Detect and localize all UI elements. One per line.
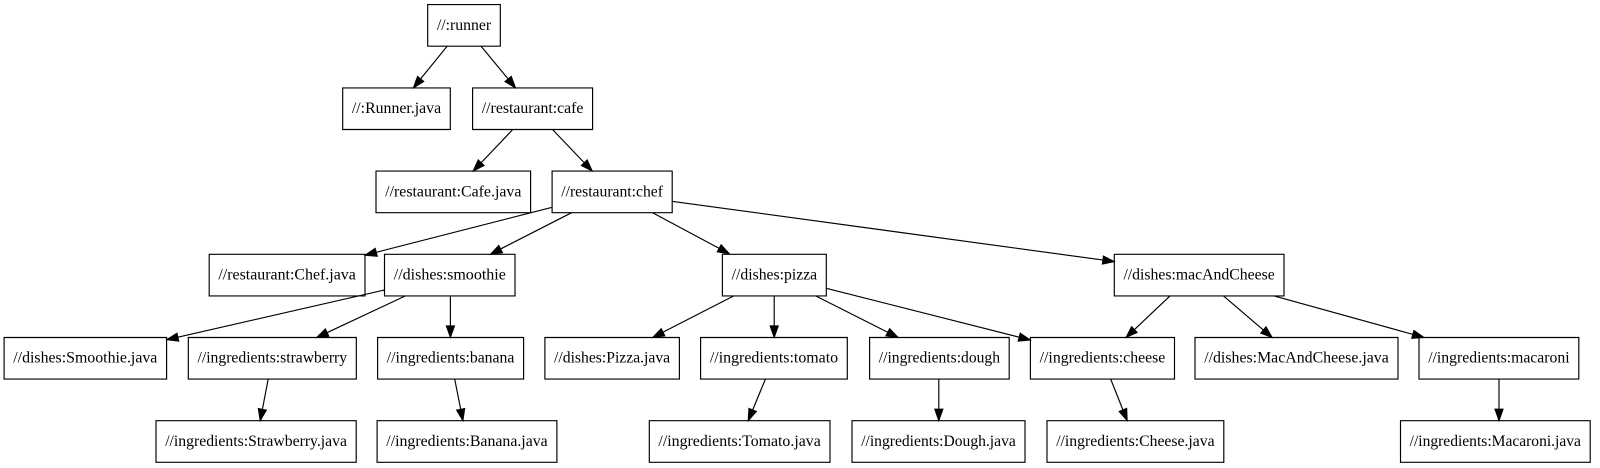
svg-text://:runner: //:runner xyxy=(437,17,492,34)
svg-text://ingredients:banana: //ingredients:banana xyxy=(387,350,515,367)
svg-text://ingredients:tomato: //ingredients:tomato xyxy=(710,350,838,367)
svg-text://ingredients:Tomato.java: //ingredients:Tomato.java xyxy=(658,433,820,450)
svg-text://dishes:Smoothie.java: //dishes:Smoothie.java xyxy=(13,350,157,367)
svg-text://:Runner.java: //:Runner.java xyxy=(352,100,441,117)
svg-text://restaurant:Chef.java: //restaurant:Chef.java xyxy=(218,267,355,284)
svg-text://dishes:smoothie: //dishes:smoothie xyxy=(394,267,506,284)
svg-text://restaurant:cafe: //restaurant:cafe xyxy=(482,100,584,117)
svg-text://dishes:Pizza.java: //dishes:Pizza.java xyxy=(554,350,670,367)
svg-text://dishes:pizza: //dishes:pizza xyxy=(732,267,818,284)
svg-text://ingredients:Banana.java: //ingredients:Banana.java xyxy=(386,433,547,450)
svg-text://ingredients:Cheese.java: //ingredients:Cheese.java xyxy=(1056,433,1214,450)
svg-text://ingredients:Strawberry.java: //ingredients:Strawberry.java xyxy=(165,433,347,450)
svg-text://dishes:MacAndCheese.java: //dishes:MacAndCheese.java xyxy=(1204,350,1389,367)
svg-text://ingredients:dough: //ingredients:dough xyxy=(879,350,1000,367)
svg-text://ingredients:cheese: //ingredients:cheese xyxy=(1040,350,1166,367)
svg-text://ingredients:macaroni: //ingredients:macaroni xyxy=(1428,350,1570,367)
svg-text://ingredients:Macaroni.java: //ingredients:Macaroni.java xyxy=(1410,433,1581,450)
svg-text://restaurant:chef: //restaurant:chef xyxy=(561,183,663,200)
svg-text://ingredients:Dough.java: //ingredients:Dough.java xyxy=(861,433,1016,450)
svg-text://dishes:macAndCheese: //dishes:macAndCheese xyxy=(1123,267,1274,284)
svg-text://ingredients:strawberry: //ingredients:strawberry xyxy=(198,350,348,367)
svg-text://restaurant:Cafe.java: //restaurant:Cafe.java xyxy=(385,183,521,200)
